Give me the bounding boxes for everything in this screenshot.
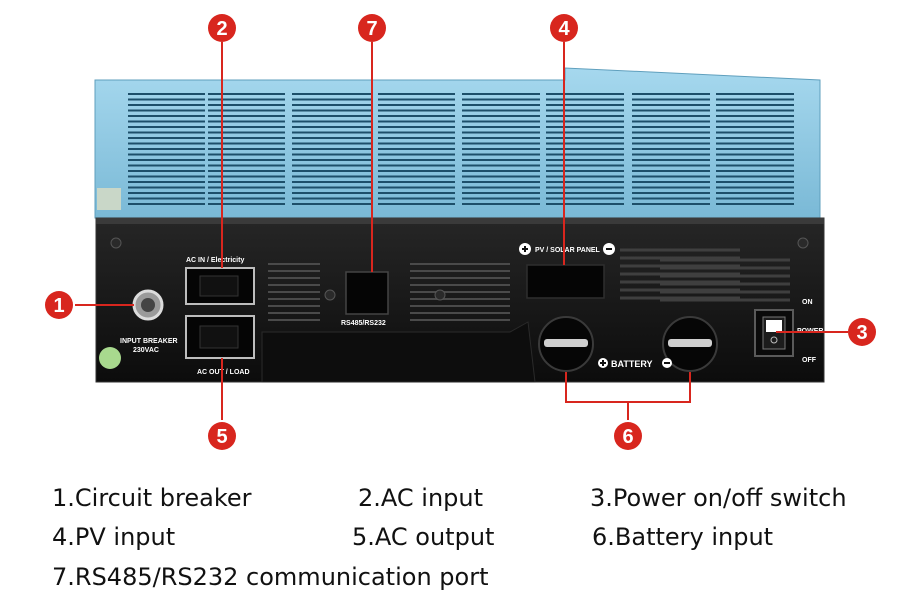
screw xyxy=(324,289,336,301)
front-panel: INPUT BREAKER 230VAC AC IN / Electricity… xyxy=(95,217,825,383)
green-sticker xyxy=(99,347,121,369)
ac-in-label: AC IN / Electricity xyxy=(186,257,244,264)
callout-2: 2 xyxy=(208,14,236,42)
battery-label: BATTERY xyxy=(611,359,653,369)
callout-4: 4 xyxy=(550,14,578,42)
svg-text:6: 6 xyxy=(622,426,633,448)
svg-text:5: 5 xyxy=(216,426,227,448)
battery-minus-icon xyxy=(662,358,672,368)
svg-text:3: 3 xyxy=(856,322,867,344)
legend-item-ac-output: 5.AC output xyxy=(352,523,495,551)
pv-label: PV / SOLAR PANEL xyxy=(535,247,601,254)
svg-text:1: 1 xyxy=(53,295,64,317)
switch-on-label: ON xyxy=(802,299,813,306)
legend: 1.Circuit breaker 2.AC input 3.Power on/… xyxy=(0,470,923,615)
svg-text:7: 7 xyxy=(366,18,377,40)
legend-item-circuit-breaker: 1.Circuit breaker xyxy=(52,484,252,512)
legend-item-pv-input: 4.PV input xyxy=(52,523,176,551)
battery-plus-icon xyxy=(598,358,608,368)
svg-text:2: 2 xyxy=(216,18,227,40)
svg-text:4: 4 xyxy=(558,18,570,40)
legend-item-power-switch: 3.Power on/off switch xyxy=(590,484,847,512)
screw xyxy=(110,237,122,249)
callout-1: 1 xyxy=(45,291,73,319)
rs-port-label: RS485/RS232 xyxy=(341,320,386,327)
inverter-diagram: INPUT BREAKER 230VAC AC IN / Electricity… xyxy=(45,14,876,450)
callout-5: 5 xyxy=(208,422,236,450)
pv-plus-icon xyxy=(519,243,531,255)
pv-minus-icon xyxy=(603,243,615,255)
callout-3: 3 xyxy=(848,318,876,346)
battery-negative-terminal[interactable] xyxy=(662,316,718,372)
switch-off-label: OFF xyxy=(802,357,817,364)
input-breaker-label: INPUT BREAKER xyxy=(120,338,178,345)
input-breaker[interactable] xyxy=(132,289,164,321)
blue-casing xyxy=(94,67,821,219)
pv-input-terminal[interactable] xyxy=(526,264,605,299)
screw xyxy=(797,237,809,249)
legend-item-ac-input: 2.AC input xyxy=(358,484,484,512)
callout-6: 6 xyxy=(614,422,642,450)
terminal-cover xyxy=(261,321,536,383)
battery-positive-terminal[interactable] xyxy=(538,316,594,372)
callout-lines xyxy=(75,42,848,420)
screw xyxy=(434,289,446,301)
legend-item-rs-port: 7.RS485/RS232 communication port xyxy=(52,563,489,591)
callout-7: 7 xyxy=(358,14,386,42)
legend-item-battery-input: 6.Battery input xyxy=(592,523,774,551)
voltage-label: 230VAC xyxy=(133,347,159,354)
rs-port[interactable] xyxy=(345,271,389,315)
ac-out-label: AC OUT / LOAD xyxy=(197,369,250,376)
casing-sticker xyxy=(97,188,121,210)
